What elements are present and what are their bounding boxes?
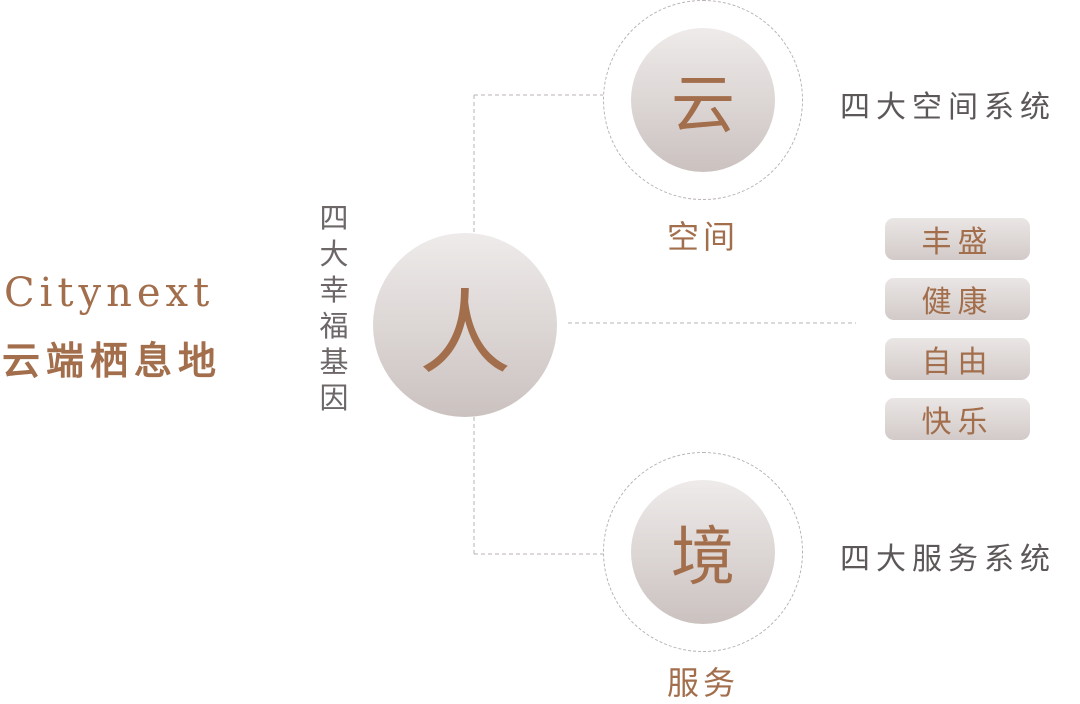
center-node: 人 bbox=[373, 233, 557, 417]
bottom-node-char: 境 bbox=[671, 521, 735, 595]
gene-health: 健康 bbox=[885, 278, 1030, 320]
bottom-node-ring bbox=[603, 452, 803, 652]
gene-abundance: 丰盛 bbox=[885, 218, 1030, 260]
happiness-genes-label: 四大幸福基因 bbox=[319, 201, 349, 415]
top-node-system: 四大空间系统 bbox=[840, 90, 1056, 125]
top-node-char: 云 bbox=[671, 69, 735, 143]
bottom-node-system: 四大服务系统 bbox=[840, 542, 1056, 577]
gene-happiness: 快乐 bbox=[885, 398, 1030, 440]
brand-english: Citynext bbox=[4, 270, 215, 316]
brand-chinese: 云端栖息地 bbox=[2, 338, 223, 383]
top-node-label: 空间 bbox=[667, 218, 740, 256]
bottom-node-label: 服务 bbox=[667, 664, 740, 702]
top-node: 云 bbox=[631, 28, 775, 172]
top-node-ring bbox=[603, 0, 803, 200]
gene-freedom: 自由 bbox=[885, 338, 1030, 380]
bottom-node: 境 bbox=[631, 480, 775, 624]
center-node-char: 人 bbox=[418, 279, 511, 387]
